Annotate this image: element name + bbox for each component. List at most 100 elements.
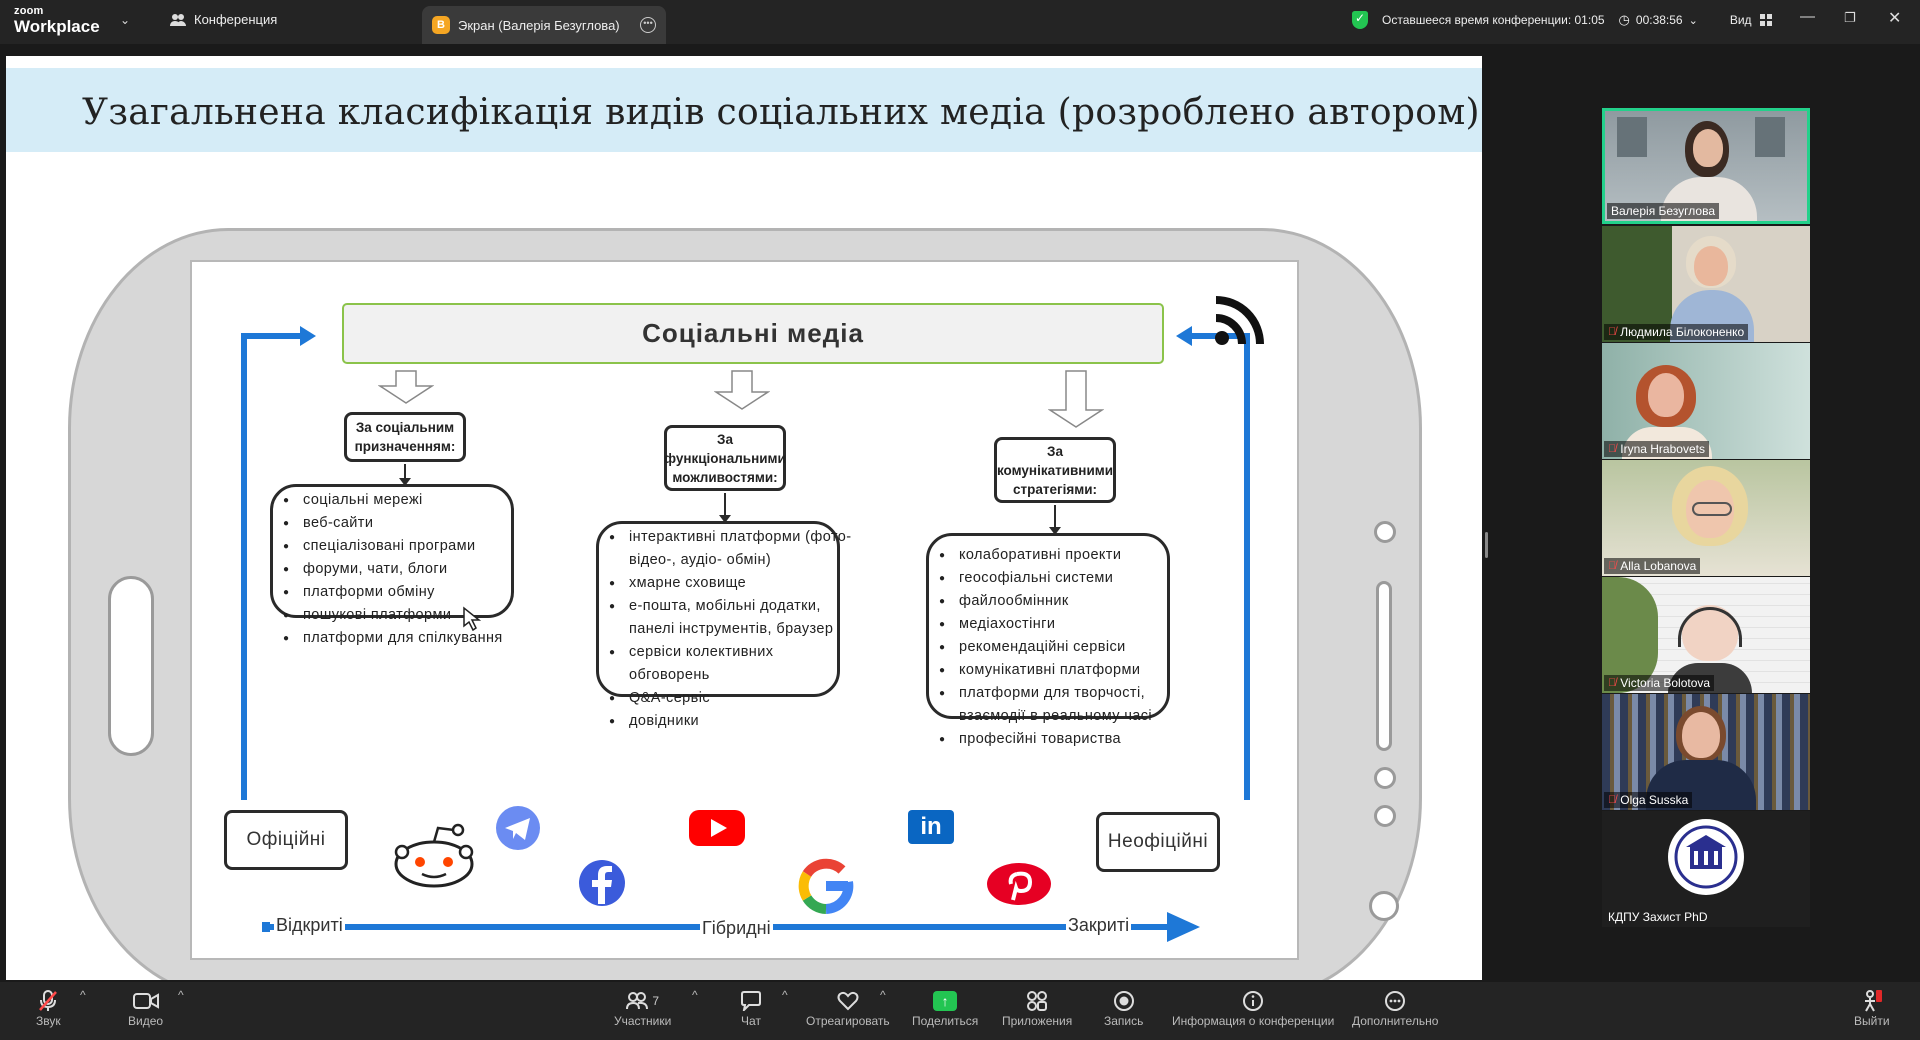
participants-label: Участники [614, 1014, 672, 1028]
video-button[interactable]: Видео [128, 988, 163, 1028]
video-options-caret-icon[interactable]: ^ [178, 988, 184, 1002]
title-bar: zoom Workplace ⌄ Конференция В Экран (Ва… [0, 0, 1920, 44]
react-options-caret-icon[interactable]: ^ [880, 988, 886, 1002]
presenter-badge: В [432, 16, 450, 34]
leave-button[interactable]: Выйти [1854, 988, 1890, 1028]
participants-button[interactable]: 7 Участники [614, 988, 671, 1028]
list-item: платформи для спілкування [273, 627, 511, 650]
list-item: панелі інструментів, браузер [629, 621, 834, 637]
mic-muted-icon [38, 988, 58, 1014]
phone-dot [1374, 805, 1396, 827]
conference-tab[interactable]: Конференция [170, 12, 277, 27]
share-screen-icon: ↑ [933, 988, 958, 1014]
mic-muted-icon: 🎙̸ [1608, 794, 1617, 806]
down-arrow-icon [714, 370, 770, 410]
down-arrow-icon [1048, 370, 1104, 428]
restore-icon[interactable]: ❐ [1844, 10, 1856, 25]
participant-face [1648, 373, 1684, 417]
more-label: Дополнительно [1352, 1014, 1439, 1028]
mic-muted-icon: 🎙̸ [1608, 326, 1617, 338]
list-item: довідники [599, 710, 837, 733]
brand-large: Workplace [14, 17, 100, 36]
react-button[interactable]: Отреагировать [806, 988, 890, 1028]
university-logo [1668, 819, 1744, 895]
close-icon[interactable]: ✕ [1888, 10, 1902, 27]
list-item: відео-, аудіо- обмін) [629, 552, 772, 568]
chat-icon [740, 988, 762, 1014]
google-icon [798, 858, 854, 914]
participant-name-bar: 🎙̸ Alla Lobanova [1604, 558, 1701, 574]
shared-screen[interactable]: Узагальнена класифікація видів соціальни… [6, 56, 1482, 980]
mic-muted-icon: 🎙̸ [1608, 677, 1617, 689]
scale-label-hybrid: Гібридні [700, 918, 773, 939]
social-media-header: Соціальні медіа [342, 303, 1164, 364]
connector-arrow [1049, 505, 1061, 535]
participant-name-bar: 🎙̸ Людмила Білоконенко [1604, 324, 1749, 340]
view-button[interactable]: Вид [1730, 13, 1772, 27]
phone-side-button [108, 576, 154, 756]
chat-options-caret-icon[interactable]: ^ [782, 988, 788, 1002]
plant-background [1602, 226, 1672, 342]
participant-tile[interactable]: 🎙̸ Людмила Білоконенко [1602, 226, 1810, 342]
list-item: платформи для творчості, [929, 682, 1167, 705]
minimize-icon[interactable]: — [1800, 8, 1815, 25]
participant-name: Victoria Bolotova [1620, 676, 1711, 690]
leave-icon [1861, 988, 1883, 1014]
list-box-social-purpose: соціальні мережівеб-сайтиспеціалізовані … [270, 484, 514, 650]
list-item: медіахостінги [929, 613, 1167, 636]
participant-name: Alla Lobanova [1620, 559, 1697, 573]
participant-tile[interactable]: Валерія Безуглова [1602, 108, 1810, 224]
chevron-down-icon[interactable]: ⌄ [1688, 14, 1698, 27]
record-button[interactable]: Запись [1104, 988, 1143, 1028]
glasses-icon [1692, 502, 1732, 516]
participants-icon: 7 [626, 988, 659, 1014]
mouse-cursor-icon [463, 606, 482, 632]
audio-options-caret-icon[interactable]: ^ [80, 988, 86, 1002]
chat-button[interactable]: Чат [740, 988, 762, 1028]
participant-tile[interactable]: 🎙̸ Victoria Bolotova [1602, 577, 1810, 693]
remaining-time: Оставшееся время конференции: 01:05 [1382, 13, 1605, 27]
slide-title: Узагальнена класифікація видів соціальни… [82, 92, 1480, 133]
record-label: Запись [1104, 1014, 1144, 1028]
participant-tile[interactable]: КДПУ Захист PhD [1602, 811, 1810, 927]
zoom-workplace-logo[interactable]: zoom Workplace [14, 5, 100, 36]
participants-options-caret-icon[interactable]: ^ [692, 988, 698, 1002]
apps-button[interactable]: Приложения [1002, 988, 1072, 1028]
diagram-screen: Соціальні медіа За соціальним призначенн… [190, 260, 1299, 960]
linkedin-icon: in [908, 810, 954, 844]
list-item: інтерактивні платформи (фото- [599, 526, 851, 549]
participant-name: Iryna Hrabovets [1620, 442, 1705, 456]
facebook-icon [579, 860, 625, 906]
scale-label-closed: Закриті [1066, 915, 1132, 936]
people-icon [170, 13, 186, 26]
pinterest-icon [987, 863, 1051, 905]
meeting-info-label: Информация о конференции [1172, 1014, 1335, 1028]
share-label: Поделиться [912, 1014, 979, 1028]
brand-small: zoom [14, 5, 44, 17]
share-button[interactable]: ↑ Поделиться [912, 988, 978, 1028]
gallery-resize-handle[interactable] [1485, 532, 1488, 558]
more-options-icon[interactable]: ••• [640, 17, 656, 33]
encryption-shield-icon[interactable] [1352, 11, 1368, 29]
participant-face [1694, 246, 1728, 286]
unofficial-box: Неофіційні [1096, 812, 1220, 872]
participant-name: Olga Susska [1620, 793, 1689, 807]
reddit-icon [394, 823, 474, 888]
participant-name-bar: 🎙̸ Victoria Bolotova [1604, 675, 1715, 691]
participant-tile[interactable]: 🎙̸ Olga Susska [1602, 694, 1810, 810]
participant-tile[interactable]: 🎙̸ Alla Lobanova [1602, 460, 1810, 576]
category-box-communicative: За комунікативними стратегіями: [994, 437, 1116, 503]
plant-background [1602, 577, 1658, 693]
screen-share-tab-label: Экран (Валерія Безуглова) [458, 17, 620, 33]
list-item: рекомендаційні сервіси [929, 636, 1167, 659]
window-shape [1755, 117, 1785, 157]
chevron-down-icon[interactable]: ⌄ [120, 13, 131, 27]
participant-tile[interactable]: 🎙̸ Iryna Hrabovets [1602, 343, 1810, 459]
more-button[interactable]: Дополнительно [1352, 988, 1438, 1028]
meeting-status: Оставшееся время конференции: 01:05 ◷ 00… [1352, 11, 1772, 29]
elapsed-time[interactable]: 00:38:56 [1635, 13, 1683, 27]
connector-arrow [399, 464, 411, 486]
meeting-info-button[interactable]: Информация о конференции [1172, 988, 1334, 1028]
audio-button[interactable]: Звук [36, 988, 61, 1028]
screen-share-tab[interactable]: В Экран (Валерія Безуглова) ••• [422, 6, 666, 44]
